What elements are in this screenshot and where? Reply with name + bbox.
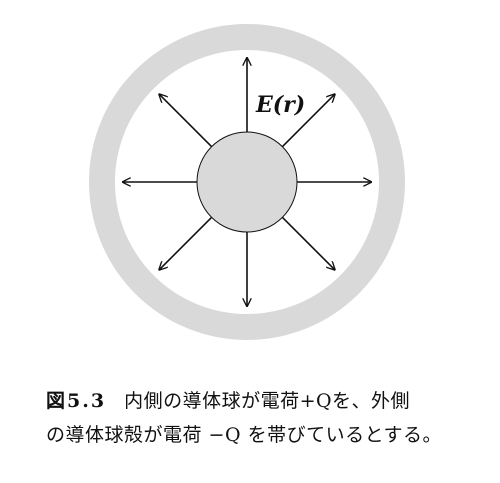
- field-arrows: [123, 58, 371, 306]
- field-arrow: [159, 216, 213, 269]
- caption-text-2: の導体球殻が電荷 −Q を帯びているとする。: [46, 424, 443, 446]
- field-arrow: [281, 94, 334, 148]
- inner-conducting-sphere: [196, 131, 298, 233]
- diagram: E(r): [89, 24, 405, 340]
- outer-conducting-shell: [89, 24, 405, 340]
- figure-number: 図5.3: [46, 390, 107, 412]
- field-arrow: [281, 216, 334, 269]
- caption-text-1: 内側の導体球が電荷+Qを、外側: [124, 390, 411, 412]
- figure-caption: 図5.3 内側の導体球が電荷+Qを、外側 の導体球殻が電荷 −Q を帯びているとす…: [46, 384, 486, 452]
- field-arrow: [159, 94, 213, 148]
- caption-line-1: 図5.3 内側の導体球が電荷+Qを、外側: [46, 384, 486, 418]
- field-label: E(r): [255, 92, 305, 118]
- caption-line-2: の導体球殻が電荷 −Q を帯びているとする。: [46, 418, 486, 452]
